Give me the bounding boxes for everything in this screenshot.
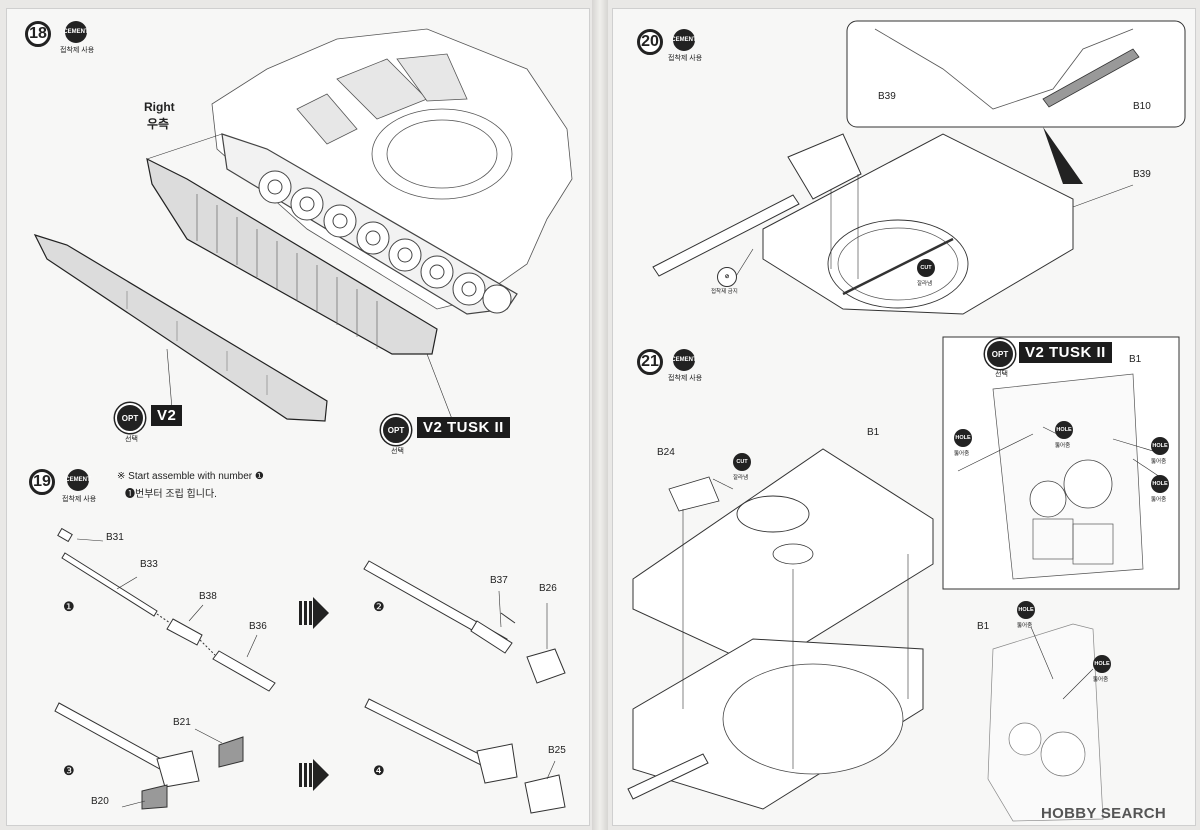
step-21-diagram <box>627 336 1180 822</box>
step-21-number: 21 <box>637 349 663 375</box>
cut-label: 잘라냄 <box>917 281 933 287</box>
cut-icon: CUT <box>917 259 935 277</box>
no-cement-label: 접착제 금지 <box>711 289 738 295</box>
assembly-note-ko: ❶번부터 조립 힙니다. <box>125 489 217 500</box>
side-label-ko: 우측 <box>147 117 170 131</box>
opt-icon: OPT <box>985 339 1015 369</box>
part-b39: B39 <box>1133 169 1151 180</box>
hole-icon: HOLE <box>954 429 972 447</box>
part-b38: B38 <box>199 591 217 602</box>
cement-icon: CEMENT <box>671 29 697 51</box>
substep-4: ❹ <box>373 763 385 778</box>
cement-icon: CEMENT <box>65 469 91 491</box>
side-label-en: Right <box>144 100 175 114</box>
variant-tag-v2: V2 <box>151 405 183 426</box>
watermark: HOBBY SEARCH <box>1041 805 1167 822</box>
step-19-number: 19 <box>29 469 55 495</box>
part-b33: B33 <box>140 559 158 570</box>
substep-2: ❷ <box>373 599 385 614</box>
cement-icon: CEMENT <box>671 349 697 371</box>
part-b10: B10 <box>1133 101 1151 112</box>
hole-icon: HOLE <box>1151 475 1169 493</box>
substep-3: ❸ <box>63 763 75 778</box>
cement-label: 접착제 사용 <box>668 375 703 382</box>
part-b39-inset: B39 <box>878 91 896 102</box>
cut-label: 잘라냄 <box>733 475 749 481</box>
hole-icon: HOLE <box>1055 421 1073 439</box>
cement-icon: CEMENT <box>63 21 89 43</box>
opt-label: 선택 <box>995 371 1008 378</box>
variant-tag-tusk: V2 TUSK II <box>417 417 510 438</box>
part-b25: B25 <box>548 745 566 756</box>
hole-label: 뚫어줌 <box>1017 623 1033 629</box>
cement-label: 접착제 사용 <box>62 496 97 503</box>
step-18-diagram <box>33 28 573 422</box>
opt-icon: OPT <box>381 415 411 445</box>
part-b21: B21 <box>173 717 191 728</box>
hole-label: 뚫어줌 <box>1151 497 1167 503</box>
cut-icon: CUT <box>733 453 751 471</box>
step-20-diagram <box>652 20 1186 315</box>
opt-label: 선택 <box>125 436 138 443</box>
hole-label: 뚫어줌 <box>1093 677 1109 683</box>
no-cement-icon: ⊘ <box>717 267 737 287</box>
part-b1-main: B1 <box>867 427 880 438</box>
left-page: 18 CEMENT 접착제 사용 Right 우측 <box>6 8 590 826</box>
hole-icon: HOLE <box>1151 437 1169 455</box>
part-b1-inset: B1 <box>1129 354 1142 365</box>
cement-label: 접착제 사용 <box>60 47 95 54</box>
part-b26: B26 <box>539 583 557 594</box>
part-b31: B31 <box>106 532 124 543</box>
assembly-note-en: ※ Start assemble with number ❶ <box>117 471 264 482</box>
hole-label: 뚫어줌 <box>1055 443 1071 449</box>
right-page: 20 CEMENT 접착제 사용 B39 B10 B39 ⊘ 접착제 금지 CU… <box>612 8 1196 826</box>
substep-1: ❶ <box>63 599 75 614</box>
variant-tag-tusk: V2 TUSK II <box>1019 342 1112 363</box>
hole-icon: HOLE <box>1017 601 1035 619</box>
step-18-number: 18 <box>25 21 51 47</box>
hole-label: 뚫어줌 <box>954 451 970 457</box>
page-gutter <box>592 0 608 830</box>
hole-icon: HOLE <box>1093 655 1111 673</box>
part-b20: B20 <box>91 796 109 807</box>
opt-label: 선택 <box>391 448 404 455</box>
step-19-diagram <box>54 527 566 814</box>
part-b36: B36 <box>249 621 267 632</box>
cement-label: 접착제 사용 <box>668 55 703 62</box>
step-20-number: 20 <box>637 29 663 55</box>
hole-label: 뚫어줌 <box>1151 459 1167 465</box>
opt-icon: OPT <box>115 403 145 433</box>
part-b37: B37 <box>490 575 508 586</box>
part-b1-lower: B1 <box>977 621 990 632</box>
part-b24: B24 <box>657 447 675 458</box>
